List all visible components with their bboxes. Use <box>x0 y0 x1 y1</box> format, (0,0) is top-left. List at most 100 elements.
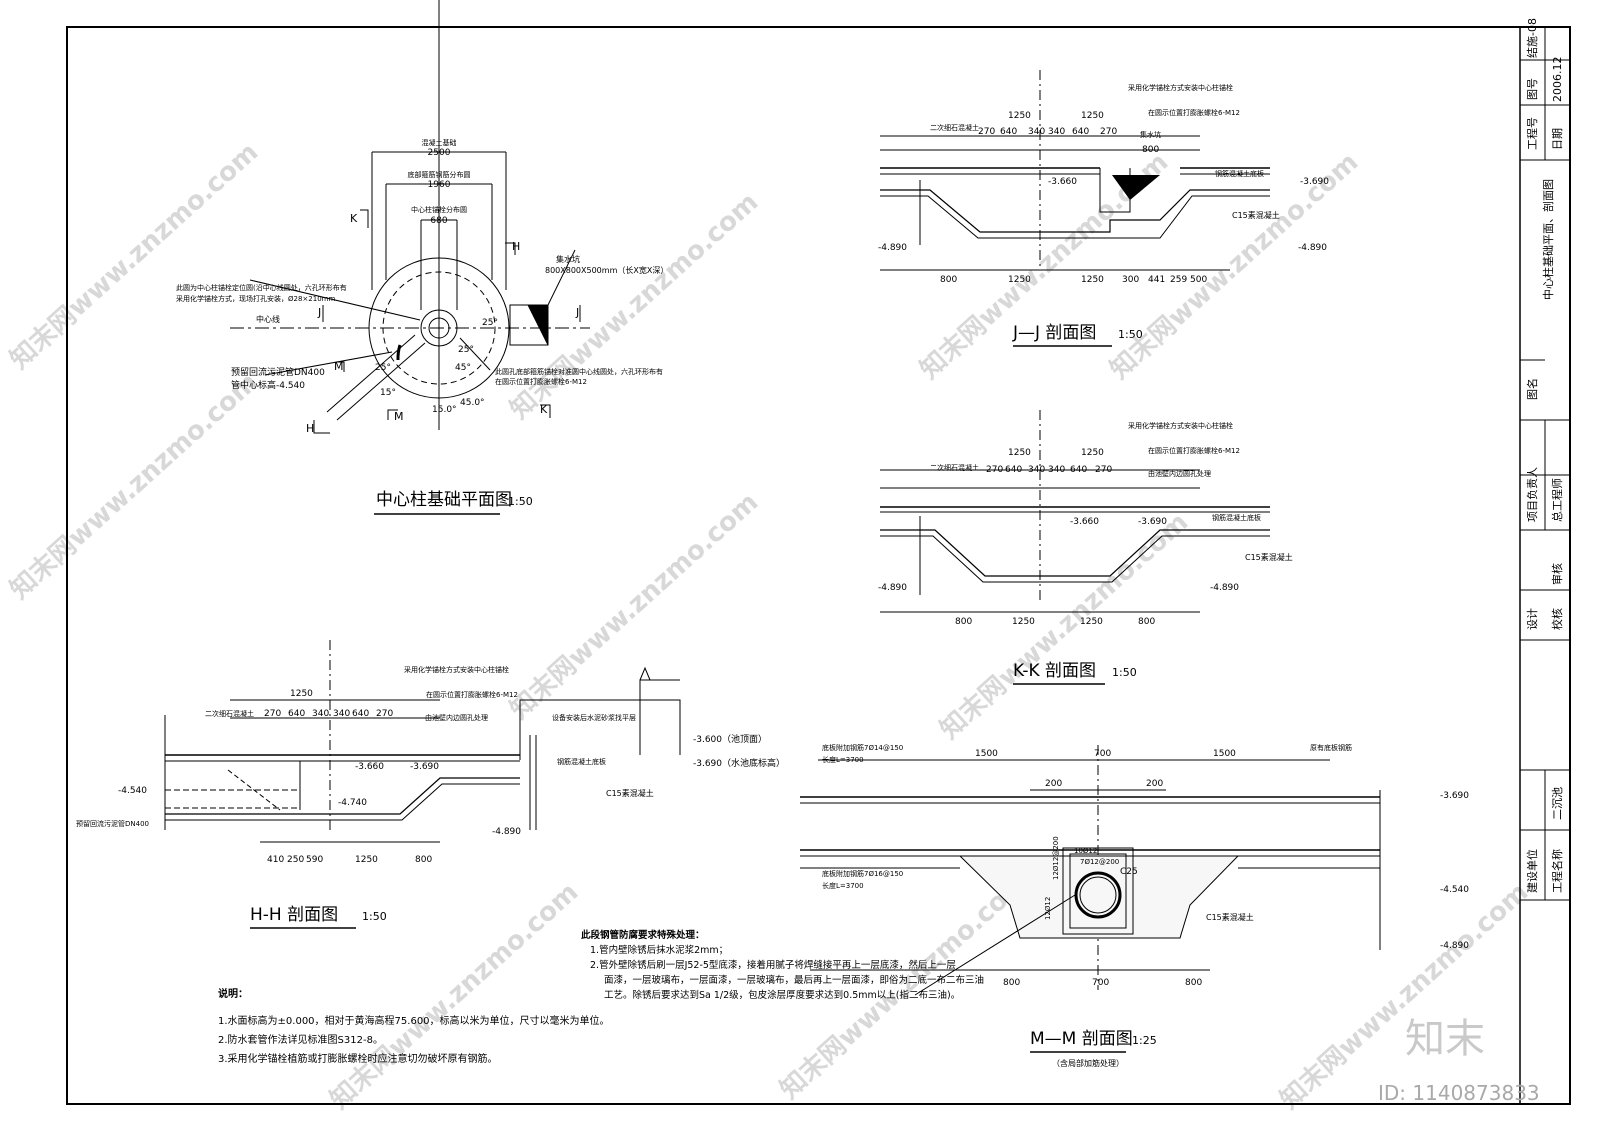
owner-label: 建设单位 <box>1525 849 1539 893</box>
hh-dim: 270 <box>376 709 393 719</box>
hh-dim: 340 <box>333 709 350 719</box>
kk-level: -3.690 <box>1138 517 1167 527</box>
brand: 知末 ID: 1140873833 <box>1378 1016 1540 1105</box>
section-mm <box>800 745 1381 990</box>
hh-dim: 410 <box>267 855 284 865</box>
plan-title: 中心柱基础平面图 <box>376 490 512 510</box>
jj-dim: 1250 <box>1081 275 1104 285</box>
jj-dim: 1250 <box>1081 111 1104 121</box>
hh-dim: 640 <box>288 709 305 719</box>
mm-dim: 700 <box>1092 978 1109 988</box>
kk-note: 采用化学锚栓方式安装中心柱锚栓 <box>1128 421 1233 430</box>
hh-dim: 800 <box>415 855 432 865</box>
jj-dim: 640 <box>1000 127 1017 137</box>
hh-level: -3.600（池顶面） <box>693 733 767 745</box>
kk-level: -4.890 <box>878 583 907 593</box>
watermark: 知末网www.znzmo.com <box>5 367 265 605</box>
chief-label: 总工程师 <box>1550 478 1564 522</box>
notes-line: 1.水面标高为±0.000，相对于黄海高程75.600，标高以米为单位，尺寸以毫… <box>218 1014 610 1027</box>
project-label: 工程名称 <box>1550 849 1564 893</box>
jj-note: 在圆示位置打膨胀螺栓6-M12 <box>1148 108 1240 117</box>
pipe-note: 此段钢管防腐要求特殊处理： 1.管内壁除锈后抹水泥浆2mm； 2.管外壁除锈后刷… <box>581 894 1076 1001</box>
hh-level: -3.690 <box>410 762 439 772</box>
kk-dim: 340 <box>1048 465 1065 475</box>
notes-title: 说明： <box>218 987 248 1000</box>
hh-note: 由池壁内边圆孔处理 <box>425 713 488 722</box>
hh-dim: 1250 <box>290 689 313 699</box>
section-hh-text: 1250 270 640 340 340 640 270 410 250 590… <box>76 665 785 929</box>
watermark: 知末网www.znzmo.com <box>775 867 1035 1105</box>
review-label: 审核 <box>1550 563 1564 585</box>
jj-dim: 270 <box>1100 127 1117 137</box>
mm-note: 12Ø12@200 <box>1052 836 1060 880</box>
section-mm-text: 1500 700 1500 200 200 800 700 800 -3.690… <box>822 743 1469 1068</box>
jj-dim: 640 <box>1072 127 1089 137</box>
cut-label: J <box>575 306 579 319</box>
mm-note: 长度L=3700 <box>822 881 864 890</box>
kk-dim: 800 <box>955 617 972 627</box>
jj-title: J—J 剖面图 <box>1012 323 1096 343</box>
pipe-note-line: 面漆，一层玻璃布，一层面漆，一层玻璃布，最后再上一层面漆，即俗为二底一布二布三油 <box>604 974 984 986</box>
plan-note: 管中心标高-4.540 <box>231 379 305 391</box>
kk-dim: 640 <box>1005 465 1022 475</box>
kk-dim: 1250 <box>1008 448 1031 458</box>
watermark: 知末网www.znzmo.com <box>505 487 765 725</box>
watermark: 知末网www.znzmo.com <box>5 137 265 375</box>
brand-id: ID: 1140873833 <box>1378 1081 1540 1105</box>
mm-note: 长度L=3700 <box>822 755 864 764</box>
mm-dim: 800 <box>1185 978 1202 988</box>
plan-note: 此圆为中心柱锚栓定位圆(沿中心线圆处，六孔环形布有 <box>176 283 347 292</box>
jj-dim: 800 <box>940 275 957 285</box>
notes-line: 2.防水套管作法详见标准图S312-8。 <box>218 1033 383 1046</box>
angle: 25° <box>458 345 474 355</box>
mm-note: 7Ø12@200 <box>1080 858 1119 866</box>
hh-note: 二次细石混凝土 <box>205 709 254 718</box>
jj-dim: 1250 <box>1008 275 1031 285</box>
plan-note: 采用化学锚栓方式，现场打孔安装，Ø28×210mm <box>176 294 335 303</box>
hh-level: -3.690（水池底标高） <box>693 757 785 769</box>
hh-dim: 270 <box>264 709 281 719</box>
mm-note: C15素混凝土 <box>1206 912 1254 922</box>
cut-label: K <box>350 212 358 225</box>
kk-note: 在圆示位置打膨胀螺栓6-M12 <box>1148 446 1240 455</box>
mm-note: 底板附加钢筋7Ø14@150 <box>822 743 903 752</box>
section-kk <box>880 410 1270 613</box>
mm-dim: 800 <box>1003 978 1020 988</box>
kk-title: K-K 剖面图 <box>1013 661 1096 681</box>
hh-dim: 640 <box>352 709 369 719</box>
kk-dim: 1250 <box>1081 448 1104 458</box>
watermark: 知末网www.znzmo.com <box>935 507 1195 745</box>
dim-2500: 2500 <box>428 148 451 158</box>
cut-label: M <box>334 360 344 373</box>
kk-dim: 270 <box>986 465 1003 475</box>
mm-note: 12Ø12 <box>1044 897 1052 920</box>
project-name: 二沉池 <box>1551 787 1564 820</box>
hh-note: 设备安装后水泥砂浆找平层 <box>552 713 636 722</box>
pipe-note-line: 2.管外壁除锈后刷一层J52-5型底漆，接着用腻子将焊缝接平再上一层底漆，然后上… <box>590 959 956 971</box>
plan-note: 此圆孔底部箍筋锚栓对准圆中心线圆处，六孔环形布有 <box>495 367 663 376</box>
jj-level: -4.890 <box>878 243 907 253</box>
mm-dim: 700 <box>1094 749 1111 759</box>
kk-scale: 1:50 <box>1112 666 1137 679</box>
project-no-label: 工程号 <box>1526 117 1539 150</box>
plan-view <box>230 0 590 434</box>
kk-level: -3.660 <box>1070 517 1099 527</box>
hh-scale: 1:50 <box>362 910 387 923</box>
mm-dim: 200 <box>1146 779 1163 789</box>
date-label: 日期 <box>1551 128 1564 150</box>
hh-dim: 250 <box>287 855 304 865</box>
section-jj <box>880 70 1270 271</box>
jj-dim: 500 <box>1190 275 1207 285</box>
mm-note: 10Ø12 <box>1074 847 1097 855</box>
section-kk-text: 1250 1250 270 640 340 340 640 270 800 12… <box>878 421 1293 685</box>
mm-level: -4.890 <box>1440 941 1469 951</box>
jj-dim: 270 <box>978 127 995 137</box>
kk-note: 钢筋混凝土底板 <box>1212 513 1261 522</box>
cut-label: M <box>394 410 404 423</box>
cut-label: J <box>317 306 321 319</box>
pipe-note-line: 1.管内壁除锈后抹水泥浆2mm； <box>590 944 728 956</box>
kk-dim: 1250 <box>1080 617 1103 627</box>
brand-logo: 知末 <box>1405 1016 1485 1062</box>
plan-note: 在圆示位置打膨胀螺栓6-M12 <box>495 377 587 386</box>
hh-title: H-H 剖面图 <box>250 905 338 925</box>
